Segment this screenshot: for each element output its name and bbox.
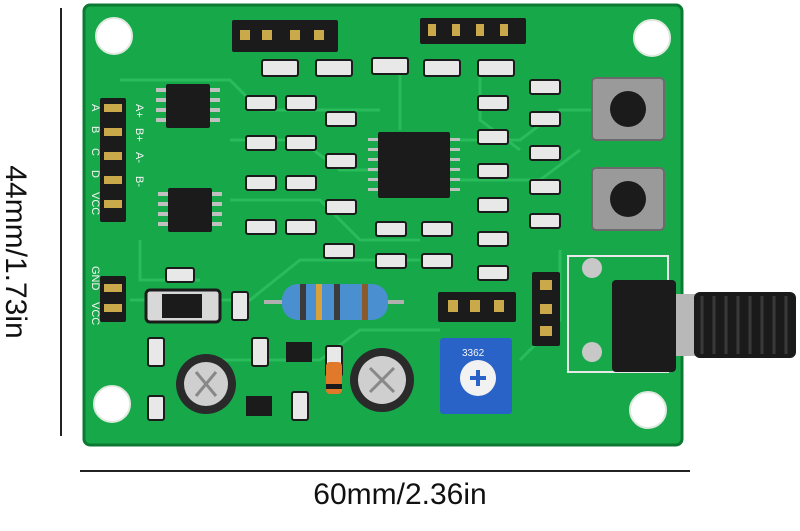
- tactile-button-bottom: [591, 167, 665, 231]
- silkscreen-label: A: [89, 104, 101, 112]
- power-pin-header: [100, 276, 126, 322]
- height-dimension-line: [60, 8, 62, 436]
- electrolytic-capacitor-right: [350, 348, 414, 412]
- silkscreen-label: B: [89, 126, 101, 133]
- smd-components: [147, 57, 561, 421]
- mounting-holes: [93, 17, 671, 429]
- silkscreen-label: VCC: [89, 192, 101, 215]
- smd-transistors: [246, 342, 312, 416]
- silkscreen-label: A-: [133, 152, 145, 163]
- silkscreen-label: A+: [133, 104, 145, 118]
- silkscreen-label: GND: [89, 266, 101, 291]
- silkscreen-label: VCC: [89, 302, 101, 325]
- driver-ic-bottom: [158, 188, 222, 232]
- top-jumper-header: [232, 20, 338, 52]
- tactile-button-top: [591, 77, 665, 141]
- driver-ic-top: [156, 84, 220, 128]
- electrolytic-capacitor-left: [176, 354, 236, 414]
- width-dimension-label: 60mm/2.36in: [313, 478, 487, 511]
- silkscreen-label: D: [89, 170, 101, 178]
- microcontroller-chip: [368, 132, 460, 198]
- silkscreen-label: B+: [133, 128, 145, 142]
- vertical-jumper: [532, 272, 560, 346]
- rotary-potentiometer: [567, 255, 796, 373]
- glass-diode: [326, 362, 342, 394]
- top-pin-header: [420, 18, 526, 44]
- middle-jumper: [438, 292, 516, 322]
- trimmer-code-label: 3362: [462, 348, 485, 359]
- left-pin-header: [100, 98, 126, 222]
- trimmer-potentiometer: [440, 338, 512, 414]
- width-dimension-line: [80, 470, 690, 472]
- through-hole-resistor: [264, 284, 404, 320]
- silkscreen-label: C: [89, 148, 101, 156]
- silkscreen-label: B-: [133, 176, 145, 187]
- smd-fuse: [144, 288, 222, 324]
